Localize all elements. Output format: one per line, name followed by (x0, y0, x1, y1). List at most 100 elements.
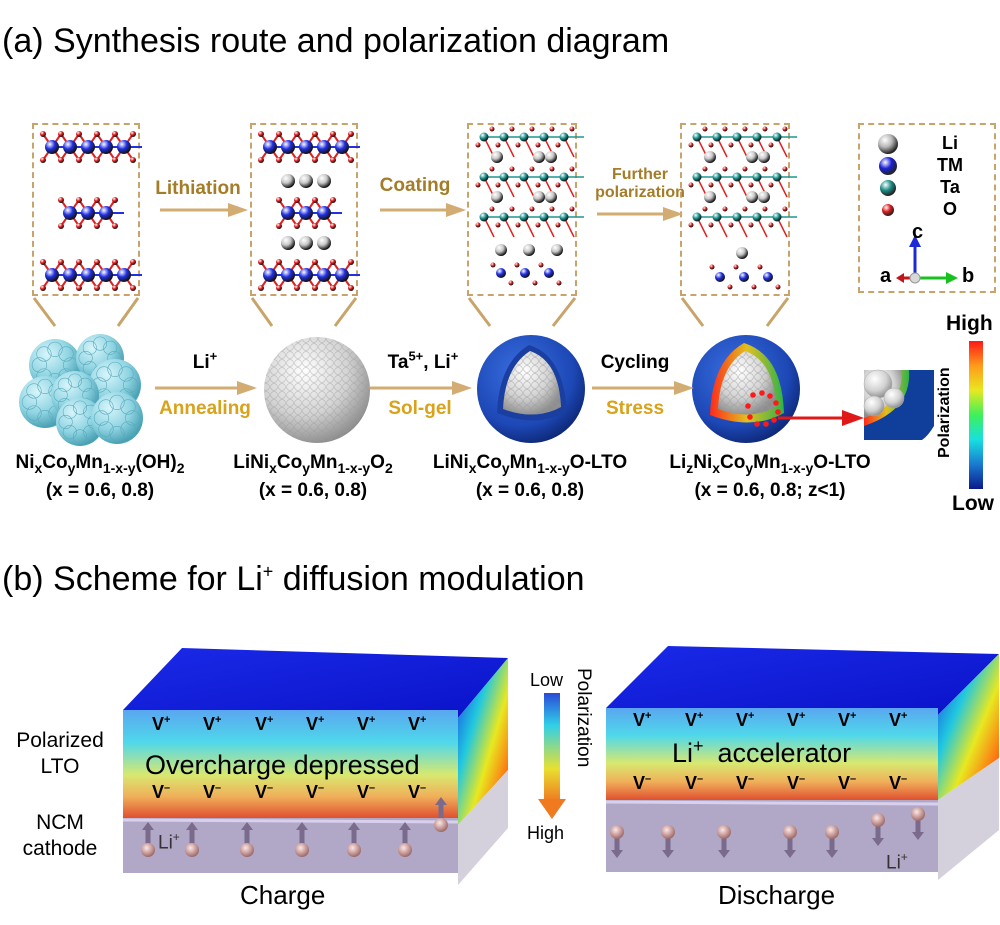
atom (535, 142, 541, 148)
formula-subscript: y (501, 460, 510, 476)
atom (130, 157, 136, 163)
atom (258, 157, 264, 163)
atom (748, 222, 754, 228)
atom (94, 197, 100, 203)
discharge-caption: Discharge (718, 880, 836, 910)
atom (732, 132, 742, 142)
li-ion-down-icon (825, 825, 839, 858)
polarization-colorbar (969, 341, 983, 489)
zoom-funnel-lines (32, 297, 790, 327)
atom (748, 142, 754, 148)
li-text-2: , Li (423, 352, 451, 373)
formula-subscript: y (745, 460, 754, 476)
atom-tm-icon (879, 157, 897, 175)
atom (81, 268, 95, 282)
atom (312, 197, 318, 203)
atom (112, 197, 118, 203)
atom (519, 172, 529, 182)
atom (762, 126, 768, 132)
panel-b-heading-post: diffusion modulation (273, 560, 585, 598)
polarized-lto-line2: LTO (40, 755, 80, 778)
atom (551, 244, 563, 256)
atom (330, 197, 336, 203)
axis-a-label: a (880, 265, 892, 287)
lto-side-face (458, 658, 508, 825)
formula-subscript: 2 (176, 460, 185, 476)
atom (768, 142, 774, 148)
axis-c-label: c (912, 221, 924, 243)
panel-b-heading-sup: + (262, 561, 274, 582)
stress-label: Stress (605, 398, 665, 419)
atom (330, 285, 336, 291)
atom (99, 268, 113, 282)
li-ion-down-icon (871, 813, 885, 846)
atom (722, 166, 728, 172)
colorbar-high-label: High (946, 312, 993, 335)
ncm-cathode-line1: NCM (36, 811, 84, 834)
atom (499, 172, 509, 182)
atom (281, 140, 295, 154)
formula-element: Mn (310, 452, 338, 473)
li-ion-up-icon (141, 822, 155, 857)
material-4-condition: (x = 0.6, 0.8; z<1) (694, 480, 846, 501)
atom (499, 212, 509, 222)
atom (533, 151, 545, 163)
atom (535, 182, 541, 188)
vacancy-plus-label: V+ (736, 710, 755, 730)
atom (702, 126, 708, 132)
crystal-box-layered-oxide (250, 123, 360, 296)
atom (715, 272, 725, 282)
atom (348, 157, 354, 163)
material-1-condition: (x = 0.6, 0.8) (45, 480, 155, 501)
atom (489, 126, 495, 132)
legend-label: TM (937, 155, 963, 175)
atom (559, 172, 569, 182)
ncm-side-face-2 (938, 758, 999, 880)
atom (549, 126, 555, 132)
sol-gel-arrow-icon (370, 381, 472, 395)
atom (712, 212, 722, 222)
lto-coated-particle (477, 335, 585, 443)
atom (509, 126, 515, 132)
hydroxide-layer-structure (40, 131, 142, 291)
atom-o-icon (882, 204, 894, 216)
vacancy-plus-label: V+ (255, 714, 274, 734)
atom (312, 223, 318, 229)
atom (742, 126, 748, 132)
atom (775, 284, 781, 290)
atom (94, 223, 100, 229)
layered-oxide-sphere (264, 337, 370, 443)
atom (782, 166, 788, 172)
ta-text: Ta (387, 352, 409, 373)
coating-arrow-icon (380, 203, 466, 217)
polarized-lto-line1: Polarized (16, 729, 104, 752)
atom (475, 222, 481, 228)
formula-element: Mn (753, 452, 781, 473)
atom (739, 272, 749, 282)
atom (299, 268, 313, 282)
li-ion-down-icon (610, 825, 624, 858)
atom (555, 182, 561, 188)
lithiation-arrow-icon (160, 203, 248, 217)
material-1-formula: NixCoyMn1-x-y(OH)2 (5, 452, 195, 476)
charge-caption: Charge (240, 880, 326, 910)
li-ion-down-icon (911, 807, 925, 840)
atom (130, 285, 136, 291)
atom (538, 262, 544, 268)
gradient-arrow-low-label: Low (530, 670, 564, 690)
charge-li-text: Li (158, 832, 173, 854)
atom (491, 151, 503, 163)
vacancy-minus-label: V– (203, 782, 222, 802)
atom (479, 212, 489, 222)
atom (63, 140, 77, 154)
atom (758, 191, 770, 203)
atom (728, 182, 734, 188)
li-ion-up-icon (240, 822, 254, 857)
discharge-slab (605, 646, 999, 880)
formula-element: Mn (75, 452, 103, 473)
atom (708, 142, 714, 148)
further-polarization-label: Further polarization (590, 166, 690, 202)
atom (475, 182, 481, 188)
